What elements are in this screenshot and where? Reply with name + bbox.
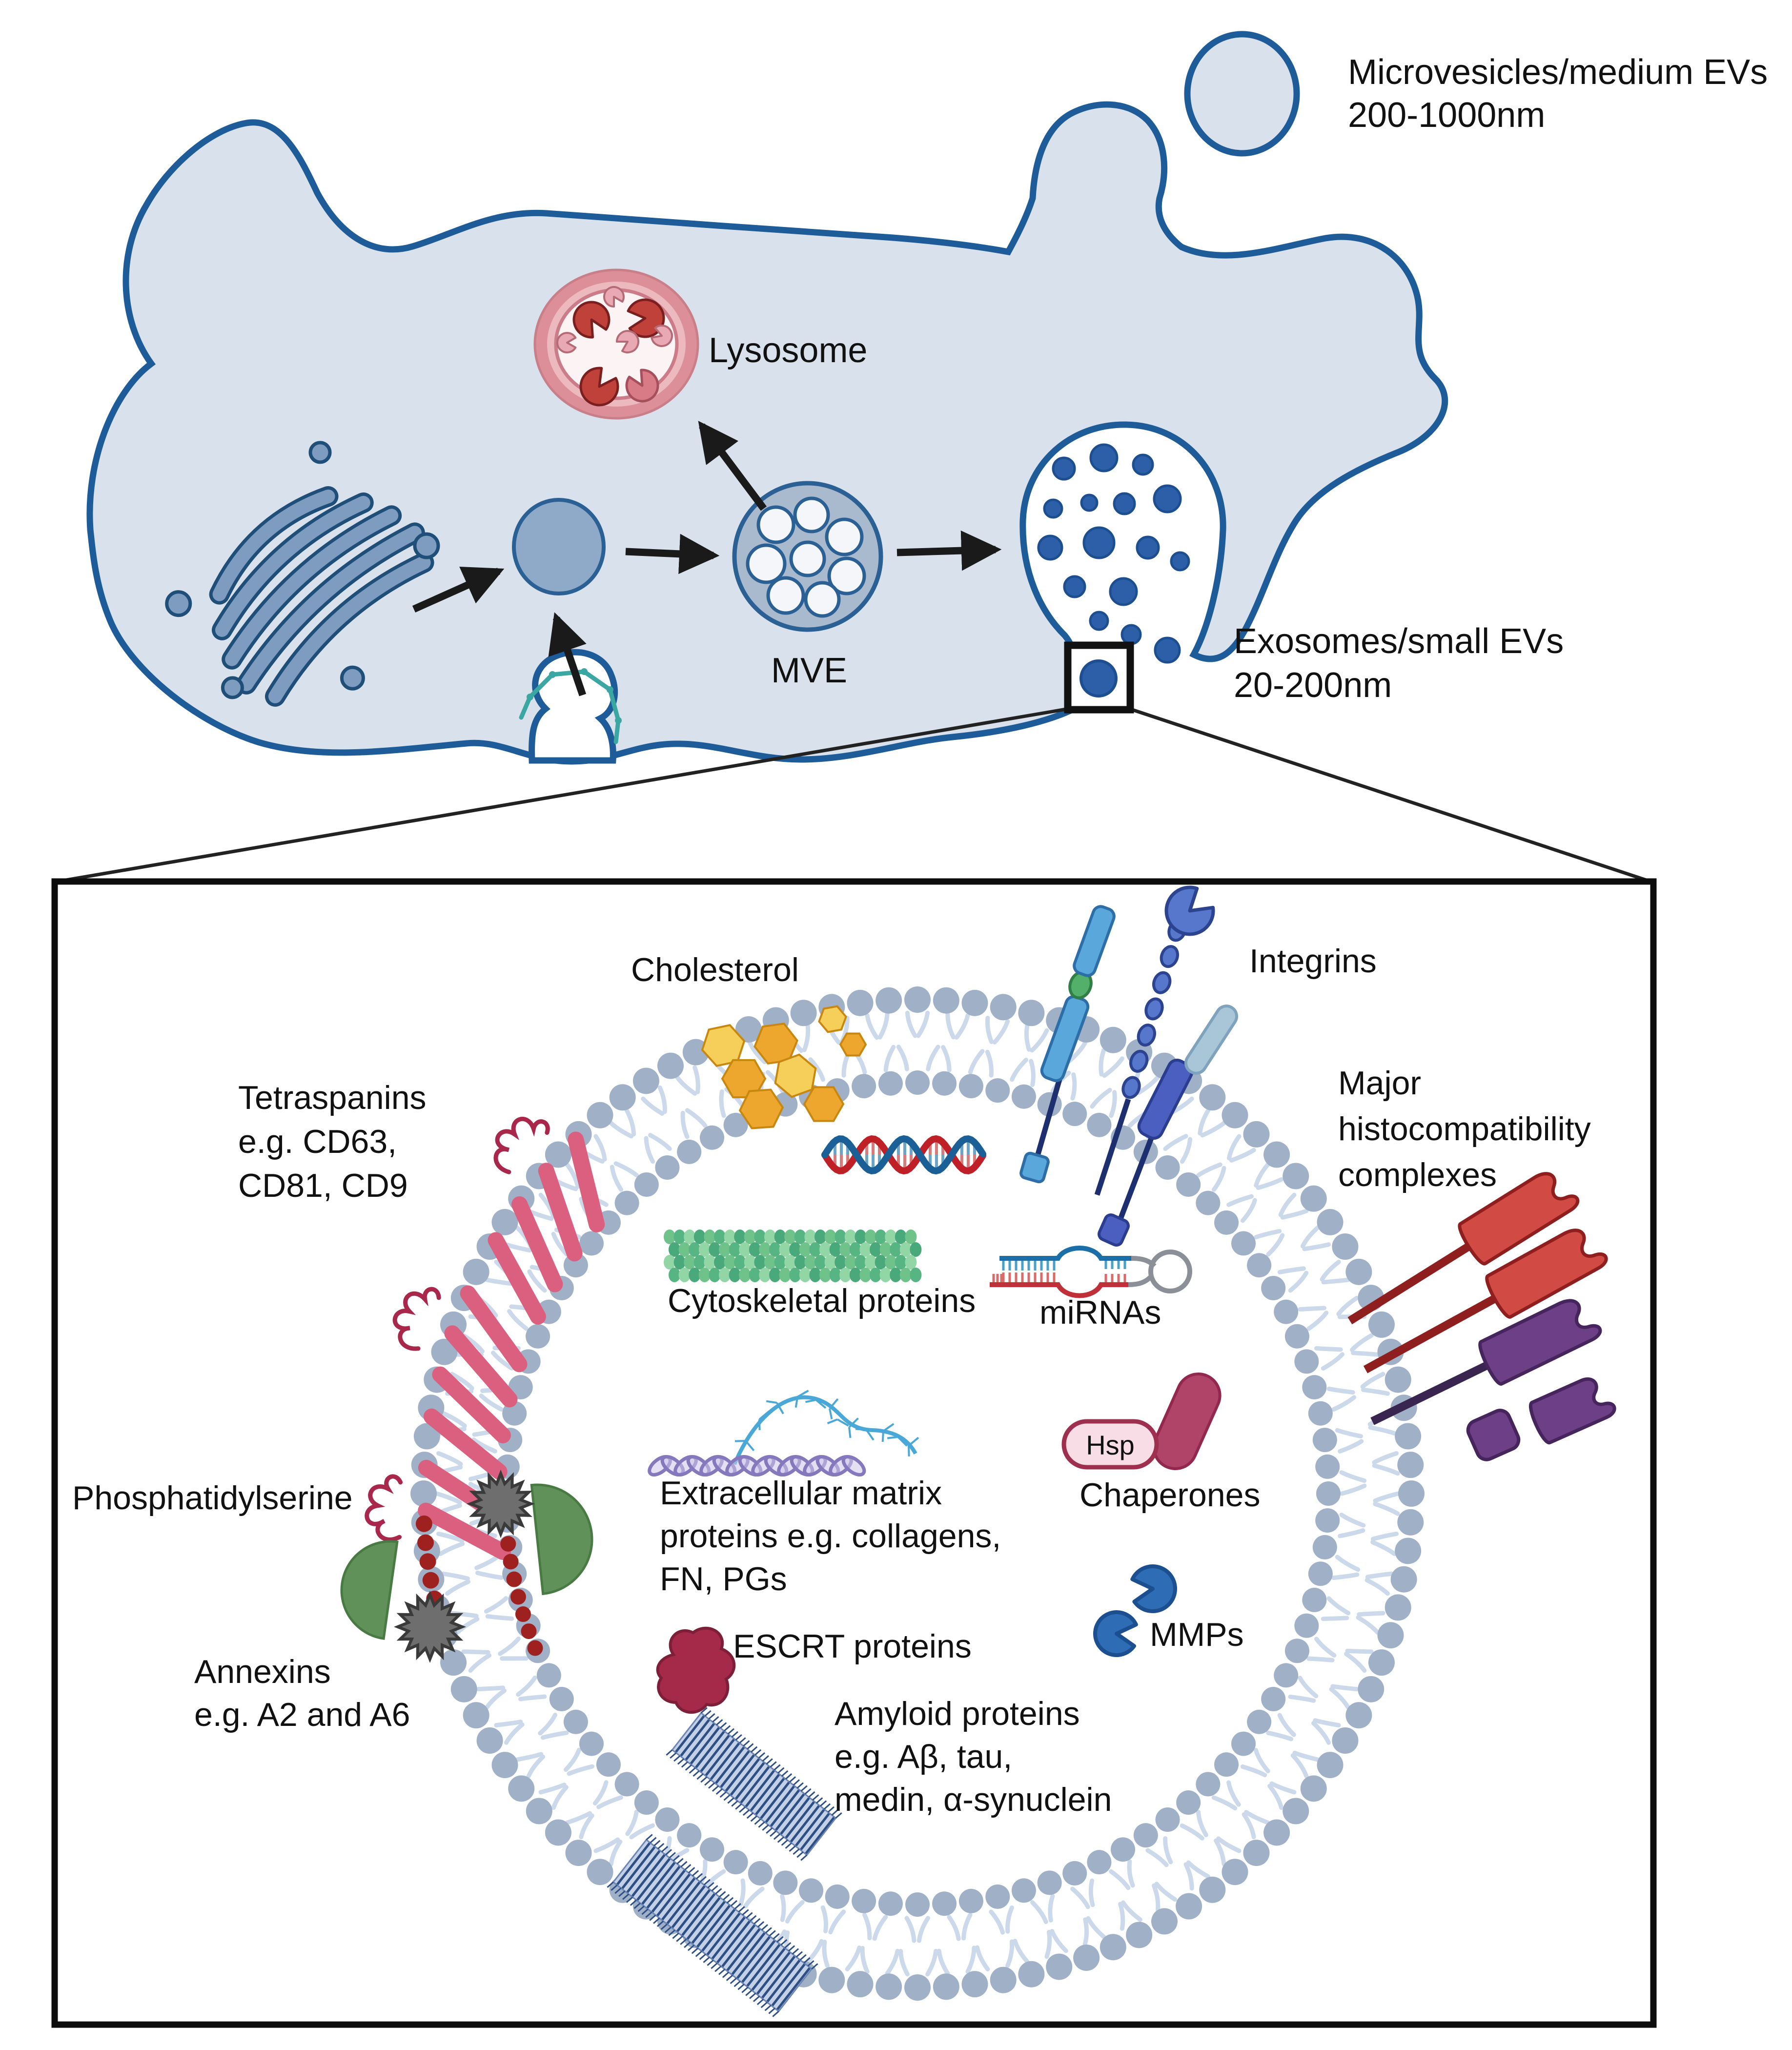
tetraspanins-label-line2: e.g. CD63, xyxy=(238,1123,397,1160)
cell-body xyxy=(86,101,1448,765)
mhc-label-line2: histocompatibility xyxy=(1338,1110,1591,1148)
arrow-endosome-to-mve xyxy=(625,533,720,574)
lysosome-label: Lysosome xyxy=(709,331,867,370)
tetraspanins-label-line1: Tetraspanins xyxy=(238,1079,427,1116)
process-arrows xyxy=(412,421,1002,697)
amyloid-label-line1: Amyloid proteins xyxy=(835,1695,1080,1732)
dna-icon xyxy=(821,1135,986,1175)
microvesicles-label-line2: 200-1000nm xyxy=(1348,96,1545,135)
exosomes-label-line2: 20-200nm xyxy=(1234,666,1392,705)
cytoskeletal-label: Cytoskeletal proteins xyxy=(668,1282,976,1319)
integrin-bead-chain xyxy=(1121,885,1215,1099)
ecm-label-line3: FN, PGs xyxy=(660,1560,787,1598)
phosphatidylserine-label: Phosphatidylserine xyxy=(72,1479,353,1517)
mhc-label-line1: Major xyxy=(1338,1065,1421,1102)
escrt-label: ESCRT proteins xyxy=(733,1628,972,1665)
amyloid-fibril-icon xyxy=(666,1707,842,1861)
microtubule-icon xyxy=(664,1230,922,1282)
zoom-connector-left xyxy=(57,707,1069,883)
mve-intraluminal-vesicles xyxy=(746,496,866,618)
amyloid-fringe xyxy=(607,1834,818,2017)
annexins-label-line1: Annexins xyxy=(194,1653,331,1690)
cell-section: Microvesicles/medium EVs 200-1000nm Lyso… xyxy=(57,31,1768,883)
escrt-icon xyxy=(656,1626,736,1714)
hsp-label: Hsp xyxy=(1086,1430,1135,1460)
amyloid-label-line3: medin, α-synuclein xyxy=(835,1781,1112,1818)
exosome-panel: Hsp Cholesterol Integrins Tetraspanins e… xyxy=(72,885,1616,2017)
ecm-label-line1: Extracellular matrix xyxy=(660,1475,942,1512)
tetraspanins-label-line3: CD81, CD9 xyxy=(238,1167,408,1204)
mve-label: MVE xyxy=(771,651,847,690)
mirna-icon xyxy=(990,1246,1192,1298)
ecm-fiber-branches xyxy=(734,1390,919,1457)
annexins-label-line2: e.g. A2 and A6 xyxy=(194,1696,410,1733)
zoom-panel-box xyxy=(51,878,1657,2028)
amyloid-label-line2: e.g. Aβ, tau, xyxy=(835,1738,1012,1775)
mmps-label: MMPs xyxy=(1150,1616,1244,1653)
zoom-connector-right xyxy=(1128,707,1651,883)
annexin-complex-stars xyxy=(393,1469,535,1663)
annexins-icon xyxy=(340,1483,593,1640)
chaperones-icon: Hsp xyxy=(1061,1373,1222,1470)
arrow-pit-to-endosome xyxy=(548,612,587,697)
mhc-label-line3: complexes xyxy=(1338,1156,1497,1193)
arrow-mve-to-membrane xyxy=(896,530,1002,571)
ecm-label-line2: proteins e.g. collagens, xyxy=(660,1517,1001,1555)
amyloid-fringe xyxy=(666,1707,842,1861)
golgi-apparatus-icon xyxy=(165,441,440,707)
mirna-teeth xyxy=(992,1260,1126,1283)
early-endosome-icon xyxy=(512,498,606,595)
highlighted-exosome-dot xyxy=(1079,659,1118,697)
released-exosome-dot xyxy=(1120,624,1142,645)
mvb-exosome-dots xyxy=(1037,443,1190,631)
microvesicles-label-line1: Microvesicles/medium EVs xyxy=(1348,53,1768,92)
amyloid-fibril-icon xyxy=(607,1834,818,2017)
lysosomal-enzymes xyxy=(556,286,673,407)
ecm-icon xyxy=(648,1390,919,1476)
lysosome-icon xyxy=(533,268,699,420)
cholesterol-icon xyxy=(701,1005,867,1129)
clathrin-joints xyxy=(527,668,622,724)
mhc-icon xyxy=(1347,1164,1616,1461)
released-exosome-dot xyxy=(1154,636,1181,664)
mmps-icon xyxy=(1093,1564,1177,1657)
arrow-golgi-to-endosome xyxy=(412,567,505,613)
mirnas-label: miRNAs xyxy=(1039,1294,1161,1331)
arrow-mve-to-lysosome xyxy=(698,421,767,511)
integrins-label: Integrins xyxy=(1249,943,1377,980)
integrins-icon xyxy=(1019,885,1239,1247)
cholesterol-label: Cholesterol xyxy=(631,951,799,988)
microvesicle-icon xyxy=(1184,31,1300,157)
chaperones-label: Chaperones xyxy=(1079,1476,1260,1514)
ecm-collagen-rope xyxy=(648,1455,866,1476)
exosomes-label-line1: Exosomes/small EVs xyxy=(1234,622,1564,661)
